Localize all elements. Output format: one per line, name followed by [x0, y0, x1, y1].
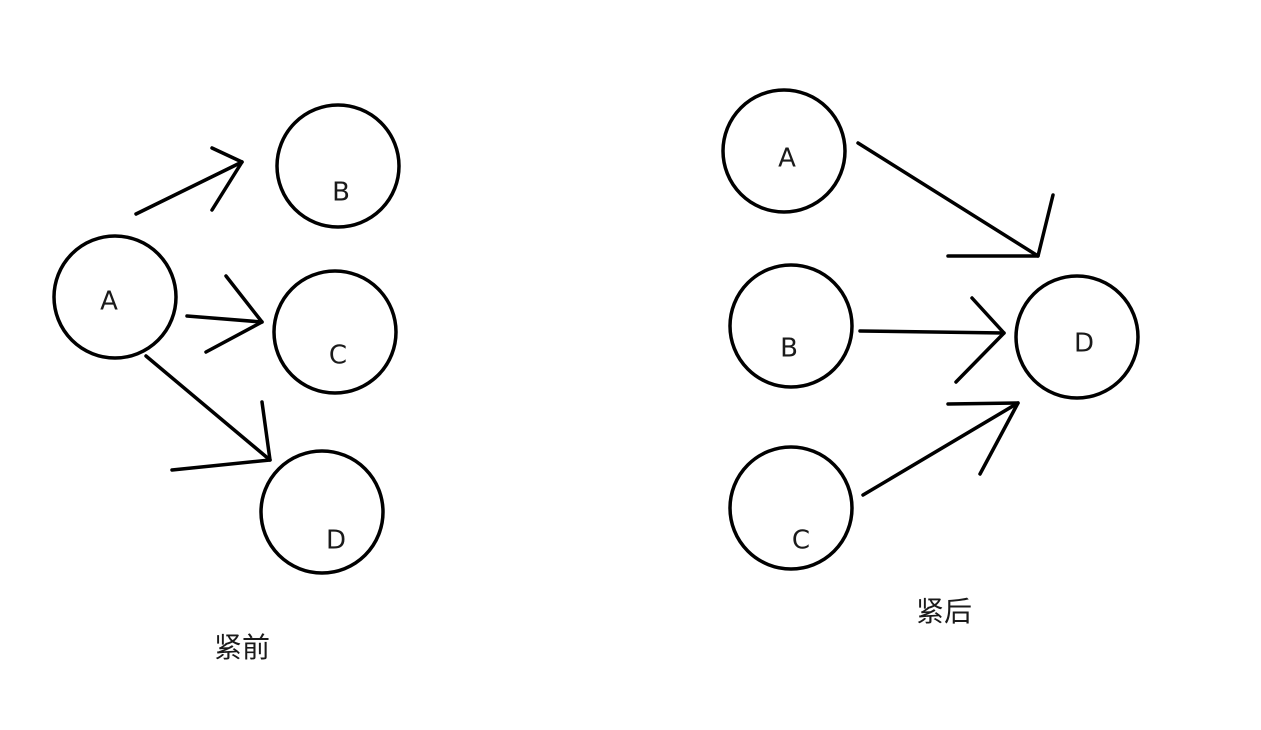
diagram-before: A B C D: [52, 103, 401, 575]
edge-a-to-b: [134, 146, 244, 216]
node-d: D: [1014, 274, 1140, 400]
node-c-label: C: [792, 526, 810, 556]
arrowhead-icon: [946, 401, 1020, 476]
edge-a-to-d: [856, 141, 1055, 258]
node-d-label: D: [1074, 329, 1094, 359]
edge-c-to-d: [861, 401, 1020, 497]
caption-after: 紧后: [916, 595, 973, 628]
node-a-label: A: [100, 287, 118, 317]
node-b: B: [275, 103, 401, 229]
arrowhead-icon: [204, 274, 264, 354]
diagram-after: A B C D: [721, 88, 1140, 571]
arrowhead-icon: [954, 296, 1006, 384]
caption-before: 紧前: [214, 631, 271, 664]
node-b: B: [728, 263, 854, 389]
node-d-label: D: [326, 526, 346, 556]
node-b-label: B: [332, 178, 350, 208]
node-d: D: [259, 449, 385, 575]
arrowhead-icon: [170, 400, 272, 472]
node-c: C: [728, 445, 854, 571]
node-a: A: [52, 234, 178, 360]
arrowhead-icon: [210, 146, 244, 212]
node-a: A: [721, 88, 847, 214]
edge-a-to-c: [185, 274, 264, 354]
node-a-label: A: [778, 144, 796, 174]
node-b-label: B: [780, 334, 798, 364]
node-c-label: C: [329, 341, 347, 371]
node-c: C: [272, 269, 398, 395]
arrowhead-icon: [946, 193, 1055, 258]
edge-b-to-d: [858, 296, 1006, 384]
edge-a-to-d: [144, 354, 272, 472]
